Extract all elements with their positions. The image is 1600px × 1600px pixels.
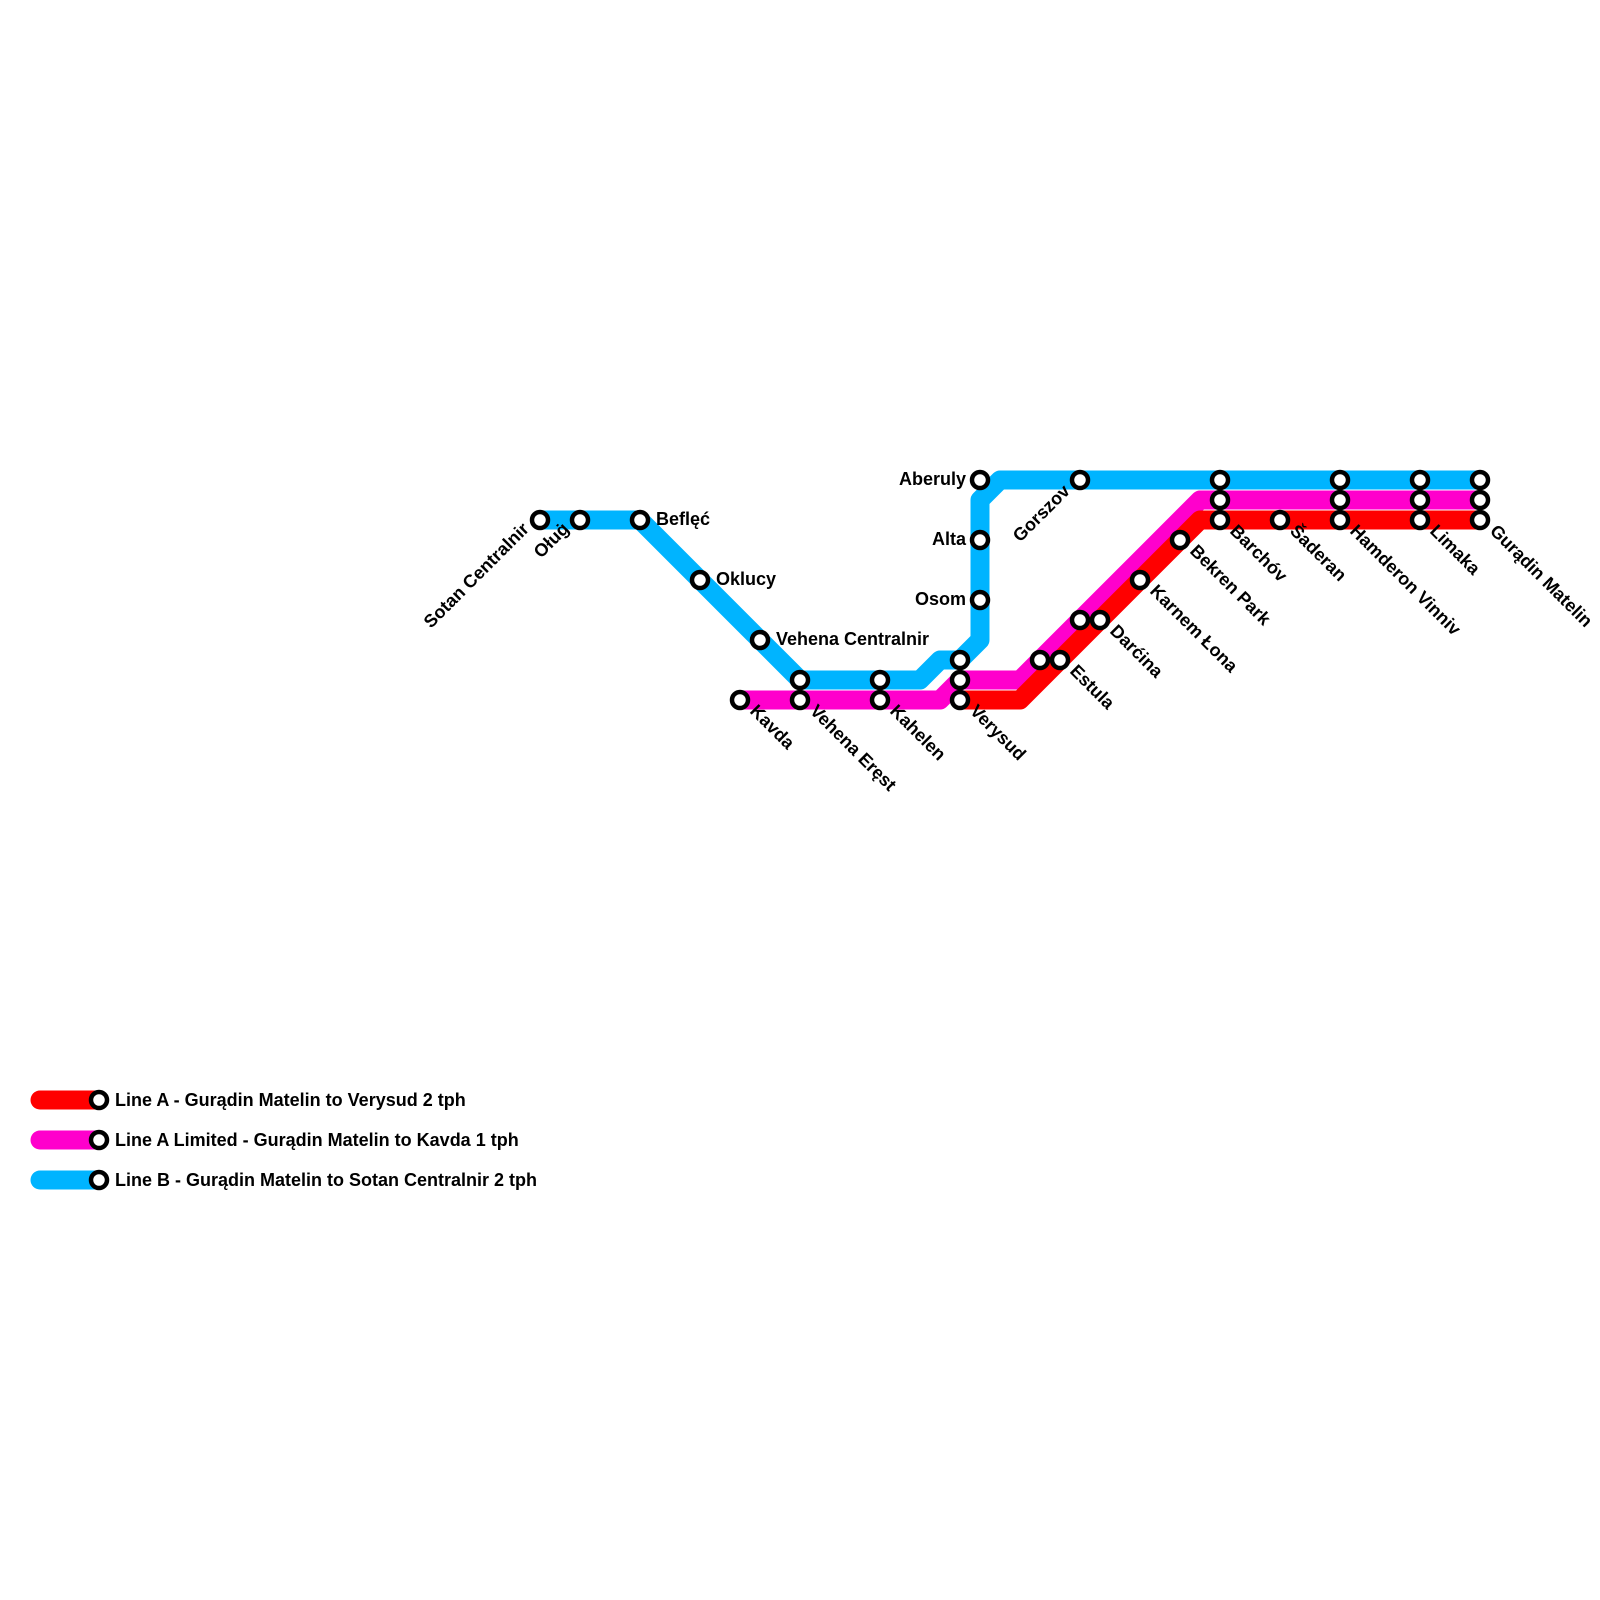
station-guradin-matelin-line-a-limited[interactable] [1469,489,1491,511]
legend-label-line-a: Line A - Gurądin Matelin to Verysud 2 tp… [115,1090,466,1110]
station-verysud-line-b[interactable] [949,649,971,671]
station-limaka-line-b[interactable] [1409,469,1431,491]
station-hamderon-vinniv-line-a[interactable] [1329,509,1351,531]
station-olug[interactable] [569,509,591,531]
station-vehena-erest-line-a-limited[interactable] [789,689,811,711]
legend-item-line-b: Line B - Gurądin Matelin to Sotan Centra… [30,1169,537,1191]
station-karnem-lona[interactable] [1129,569,1151,591]
legend-label-line-b: Line B - Gurądin Matelin to Sotan Centra… [115,1170,537,1190]
legend-label-line-a-limited: Line A Limited - Gurądin Matelin to Kavd… [115,1130,519,1150]
station-hamderon-vinniv-line-b[interactable] [1329,469,1351,491]
station-vehena-centralnir[interactable] [749,629,771,651]
station-guradin-matelin-line-b[interactable] [1469,469,1491,491]
label-sotan-centralnir: Sotan Centralnir [420,519,533,632]
station-verysud-line-a[interactable] [949,689,971,711]
station-limaka-line-a[interactable] [1409,509,1431,531]
station-estula-line-a[interactable] [1049,649,1071,671]
station-hamderon-vinniv-line-a-limited[interactable] [1329,489,1351,511]
legend-station-marker [88,1169,110,1191]
label-beflec: Beflęć [656,509,710,529]
station-alta[interactable] [969,529,991,551]
station-barchov-line-a[interactable] [1209,509,1231,531]
station-kahelen-line-a-limited[interactable] [869,689,891,711]
label-gorszov: Gorszov [1009,481,1074,546]
station-oklucy[interactable] [689,569,711,591]
label-aberuly: Aberuly [899,469,966,489]
station-darcina-line-a[interactable] [1089,609,1111,631]
station-sotan-centralnir[interactable] [529,509,551,531]
label-guradin-matelin: Gurądin Matelin [1486,521,1596,631]
label-estula: Estula [1066,661,1119,714]
legend: Line A - Gurądin Matelin to Verysud 2 tp… [30,1089,537,1191]
label-darcina: Darćina [1106,621,1168,683]
label-oklucy: Oklucy [716,569,776,589]
station-kahelen-line-b[interactable] [869,669,891,691]
station-darcina-line-a-limited[interactable] [1069,609,1091,631]
station-estula-line-a-limited[interactable] [1029,649,1051,671]
station-barchov-line-b[interactable] [1209,469,1231,491]
label-osom: Osom [915,589,966,609]
station-vehena-erest-line-b[interactable] [789,669,811,691]
station-kavda[interactable] [729,689,751,711]
station-verysud-line-a-limited[interactable] [949,669,971,691]
station-limaka-line-a-limited[interactable] [1409,489,1431,511]
label-kahelen: Kahelen [886,701,950,765]
station-saderan[interactable] [1269,509,1291,531]
station-barchov-line-a-limited[interactable] [1209,489,1231,511]
station-beflec[interactable] [629,509,651,531]
legend-station-marker [88,1129,110,1151]
label-vehena-centralnir: Vehena Centralnir [776,629,929,649]
legend-station-marker [88,1089,110,1111]
legend-item-line-a: Line A - Gurądin Matelin to Verysud 2 tp… [30,1089,466,1111]
stations [529,469,1491,711]
label-verysud: Verysud [966,701,1030,765]
line-a-route [950,510,1490,710]
station-guradin-matelin-line-a[interactable] [1469,509,1491,531]
station-aberuly[interactable] [969,469,991,491]
station-osom[interactable] [969,589,991,611]
legend-item-line-a-limited: Line A Limited - Gurądin Matelin to Kavd… [30,1129,519,1151]
station-bekren-park[interactable] [1169,529,1191,551]
label-alta: Alta [932,529,967,549]
line-a-limited-route [730,490,1490,710]
station-gorszov[interactable] [1069,469,1091,491]
